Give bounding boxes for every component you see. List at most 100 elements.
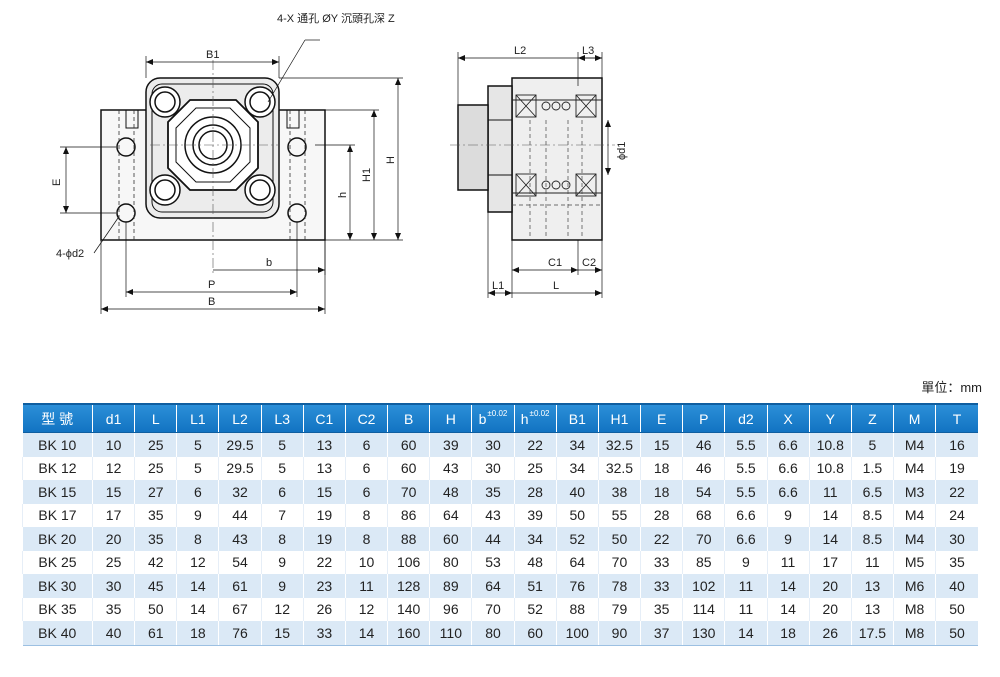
table-cell: 50 — [597, 527, 641, 551]
table-cell: 160 — [387, 621, 430, 646]
table-cell: 43 — [218, 527, 262, 551]
table-cell: 20 — [91, 527, 135, 551]
dim-e-label: E — [51, 179, 63, 186]
dim-h1-label: H1 — [361, 168, 373, 182]
table-cell: 130 — [682, 621, 725, 646]
table-cell: 6.6 — [766, 456, 810, 480]
table-cell: 40 — [555, 480, 599, 504]
table-cell: 9 — [260, 574, 304, 598]
table-cell: 23 — [302, 574, 346, 598]
table-cell: 22 — [513, 432, 557, 457]
table-cell: 20 — [808, 574, 852, 598]
table-cell: 102 — [682, 574, 725, 598]
dim-b-label: B — [208, 296, 215, 308]
model-cell: BK 30 — [22, 574, 93, 598]
table-cell: 22 — [302, 550, 346, 574]
table-cell: 78 — [597, 574, 641, 598]
table-cell: 17 — [91, 503, 135, 527]
table-cell: M4 — [892, 503, 936, 527]
table-cell: 54 — [218, 550, 262, 574]
table-cell: 26 — [302, 597, 346, 621]
table-cell: 60 — [513, 621, 557, 646]
column-header-h: H — [429, 403, 472, 433]
table-cell: 13 — [302, 456, 346, 480]
table-cell: M4 — [892, 456, 936, 480]
table-cell: 64 — [429, 503, 472, 527]
table-cell: 30 — [471, 456, 515, 480]
table-cell: 11 — [808, 480, 852, 504]
table-cell: 6 — [344, 432, 388, 457]
column-header-e: E — [640, 403, 683, 433]
column-header-h1: H1 — [597, 403, 641, 433]
table-cell: 48 — [513, 550, 557, 574]
table-cell: 22 — [640, 527, 683, 551]
table-cell: 39 — [429, 432, 472, 457]
table-cell: 52 — [555, 527, 599, 551]
table-cell: 38 — [597, 480, 641, 504]
column-header-h: h±0.02 — [513, 403, 557, 433]
unit-label: 單位：mm — [921, 380, 982, 395]
column-header-x: X — [766, 403, 810, 433]
table-cell: 29.5 — [218, 456, 262, 480]
tolerance-label: ±0.02 — [529, 408, 550, 418]
table-cell: 48 — [429, 480, 472, 504]
table-cell: 8.5 — [850, 503, 894, 527]
dim-b-small-label: b — [266, 257, 272, 269]
column-header-l3: L3 — [260, 403, 304, 433]
table-cell: 106 — [387, 550, 430, 574]
table-cell: 40 — [935, 574, 978, 598]
table-cell: 30 — [91, 574, 135, 598]
column-header-p: P — [682, 403, 725, 433]
table-cell: 30 — [471, 432, 515, 457]
table-cell: 35 — [134, 527, 177, 551]
table-cell: 14 — [808, 527, 852, 551]
table-cell: 19 — [935, 456, 978, 480]
table-cell: 6 — [260, 480, 304, 504]
model-cell: BK 15 — [22, 480, 93, 504]
table-cell: 68 — [682, 503, 725, 527]
table-cell: 10 — [344, 550, 388, 574]
model-cell: BK 25 — [22, 550, 93, 574]
table-cell: 14 — [808, 503, 852, 527]
table-cell: M3 — [892, 480, 936, 504]
table-cell: 18 — [176, 621, 219, 646]
column-header-l2: L2 — [218, 403, 262, 433]
table-cell: 16 — [935, 432, 978, 457]
table-cell: 89 — [429, 574, 472, 598]
table-cell: M8 — [892, 621, 936, 646]
technical-drawings: 4-X 通孔 ØY 沉頭孔深 Z B1 E 4-ϕd2 b P B h H1 H — [51, 12, 628, 314]
dim-p-label: P — [208, 279, 215, 291]
table-cell: 10.8 — [808, 432, 852, 457]
table-cell: 10 — [91, 432, 135, 457]
table-cell: 6 — [176, 480, 219, 504]
dim-d1-label: ϕd1 — [616, 142, 628, 160]
table-cell: 64 — [471, 574, 515, 598]
table-cell: 5 — [260, 432, 304, 457]
table-cell: 7 — [260, 503, 304, 527]
table-cell: 100 — [555, 621, 599, 646]
table-cell: 15 — [640, 432, 683, 457]
column-header-d2: d2 — [724, 403, 767, 433]
table-cell: 5.5 — [724, 480, 767, 504]
dim-l1-label: L1 — [492, 280, 504, 292]
table-cell: 70 — [471, 597, 515, 621]
table-cell: 34 — [555, 432, 599, 457]
table-cell: 50 — [555, 503, 599, 527]
table-cell: 6 — [344, 480, 388, 504]
model-cell: BK 10 — [22, 432, 93, 457]
table-cell: 39 — [513, 503, 557, 527]
column-header-c2: C2 — [344, 403, 388, 433]
table-cell: 53 — [471, 550, 515, 574]
table-cell: 6.6 — [724, 503, 767, 527]
dim-h-label: H — [385, 156, 397, 164]
table-cell: 13 — [850, 574, 894, 598]
table-cell: 43 — [471, 503, 515, 527]
table-cell: 9 — [260, 550, 304, 574]
table-cell: 17.5 — [850, 621, 894, 646]
table-cell: 30 — [935, 527, 978, 551]
column-header-b: b±0.02 — [471, 403, 515, 433]
table-cell: 28 — [513, 480, 557, 504]
